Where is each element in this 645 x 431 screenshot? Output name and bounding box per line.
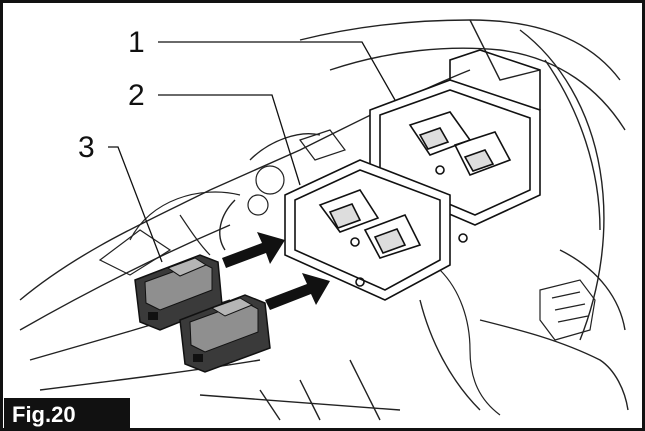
- insertion-arrows: [222, 232, 330, 310]
- arrow-lower: [265, 273, 330, 310]
- battery-pack-1: [134, 254, 223, 331]
- leader-line-1: [158, 41, 396, 101]
- callout-2: 2: [128, 79, 145, 112]
- figure-label: Fig.20: [12, 402, 76, 427]
- callout-1: 1: [128, 26, 145, 59]
- figure-label-background: [4, 398, 130, 429]
- battery-pack-2: [179, 294, 271, 373]
- callout-3: 3: [78, 131, 95, 164]
- leader-line-2: [158, 94, 301, 186]
- mower-cables: [98, 129, 501, 416]
- leader-line-3: [108, 146, 163, 263]
- leader-lines: [108, 41, 396, 263]
- side-mechanism: [539, 279, 596, 341]
- arrow-upper: [222, 232, 285, 268]
- charging-dock-2: [284, 159, 451, 301]
